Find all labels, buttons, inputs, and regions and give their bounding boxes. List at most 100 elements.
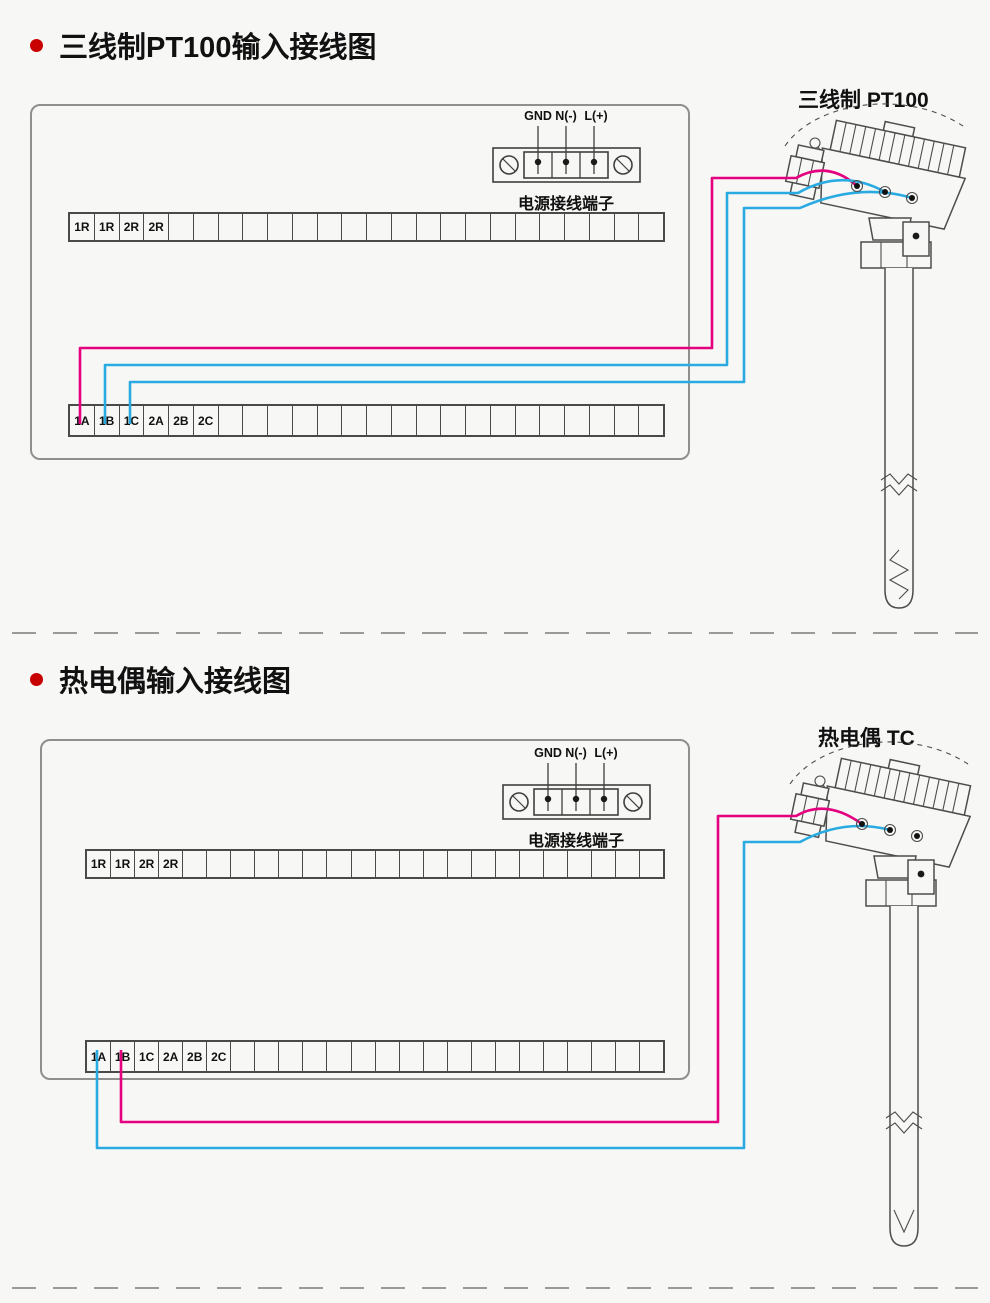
terminal-screw <box>850 179 864 193</box>
terminal-cell: 2B <box>169 406 194 435</box>
probe-cap-hatch <box>839 122 955 175</box>
section-title-pt100: 三线制PT100输入接线图 <box>30 24 376 66</box>
eyelet-icon <box>809 137 821 149</box>
terminal-cell <box>565 214 590 240</box>
terminal-cell <box>616 1042 641 1071</box>
terminal-dot <box>859 821 865 827</box>
terminal-cell: 1A <box>87 1042 112 1071</box>
terminal-cell <box>293 214 318 240</box>
pin-dots <box>534 158 598 166</box>
terminal-cell <box>279 851 304 877</box>
power-terminal-block <box>502 763 651 820</box>
hex-nut-facets <box>880 242 908 268</box>
terminal-cell <box>540 214 565 240</box>
terminal-cell <box>616 851 641 877</box>
terminal-cell <box>255 1042 280 1071</box>
hex-nut-facets <box>885 880 913 906</box>
terminal-cell <box>441 406 466 435</box>
terminal-cell: 2R <box>144 214 169 240</box>
terminal-cell <box>520 851 544 877</box>
cap-knob <box>887 758 921 777</box>
bullet-icon <box>30 672 43 686</box>
terminal-screw <box>878 185 892 199</box>
dashed-divider <box>12 1287 978 1289</box>
power-pin-label-n: N(-) <box>555 109 577 123</box>
gland-top <box>800 782 830 802</box>
power-pin-label-l: L(+) <box>594 746 618 760</box>
gland-bottom <box>794 819 822 839</box>
terminal-cell <box>279 1042 304 1071</box>
terminal-cell <box>376 851 400 877</box>
terminal-cell <box>392 214 417 240</box>
terminal-cell <box>194 214 219 240</box>
terminal-cell <box>327 1042 352 1071</box>
terminal-cell <box>544 1042 568 1071</box>
terminal-cell <box>417 406 442 435</box>
junction-tip-symbol <box>893 1209 915 1234</box>
terminal-cell: 1B <box>111 1042 136 1071</box>
terminal-cell: 2C <box>194 406 219 435</box>
head-terminals-tc <box>855 817 924 843</box>
terminal-dot <box>914 833 920 839</box>
terminal-cell: 1C <box>135 1042 160 1071</box>
eyelet-stem <box>817 146 828 160</box>
terminal-cell <box>592 1042 617 1071</box>
dashed-divider <box>12 632 978 634</box>
terminal-cell <box>615 406 640 435</box>
screw-slot-left <box>512 795 526 809</box>
terminal-cell <box>472 851 496 877</box>
terminal-cell <box>342 214 367 240</box>
probe-head-body <box>825 785 972 869</box>
section-title-text: 三线制PT100输入接线图 <box>59 32 377 64</box>
terminal-cell <box>441 214 466 240</box>
terminal-cell <box>183 851 208 877</box>
mount-bracket <box>902 221 930 257</box>
terminal-cell <box>516 214 541 240</box>
terminal-cell <box>639 214 663 240</box>
power-terminal-caption: 电源接线端子 <box>517 196 614 213</box>
power-pin-label-n: N(-) <box>565 746 587 760</box>
terminal-cell <box>268 406 293 435</box>
terminal-cell: 2B <box>183 1042 208 1071</box>
terminal-cell: 2A <box>159 1042 184 1071</box>
bracket-screw-dot <box>917 870 925 878</box>
terminal-cell <box>544 851 568 877</box>
section-title-text: 热电偶输入接线图 <box>59 666 292 698</box>
terminal-cell <box>169 214 194 240</box>
terminal-cell: 1R <box>111 851 136 877</box>
terminal-cell: 2R <box>135 851 160 877</box>
head-terminals-pt100 <box>850 179 919 205</box>
terminal-cell <box>243 214 268 240</box>
terminal-cell <box>219 214 244 240</box>
terminal-cell <box>207 851 232 877</box>
tc-sensor-illustration <box>789 741 972 1247</box>
terminal-cell: 1R <box>95 214 120 240</box>
screw-slot-right <box>626 795 640 809</box>
terminal-screw <box>905 191 919 205</box>
pin-tick-lines <box>537 126 595 159</box>
terminal-cell <box>367 406 392 435</box>
probe-shaft <box>884 268 914 609</box>
terminal-cell <box>496 1042 520 1071</box>
terminal-cell <box>466 214 491 240</box>
terminal-cell <box>400 851 424 877</box>
shaft-break <box>885 1111 923 1134</box>
terminal-dot <box>854 183 860 189</box>
power-terminal-caption: 电源接线端子 <box>527 833 624 850</box>
terminal-cell <box>342 406 367 435</box>
terminal-cell <box>243 406 268 435</box>
terminal-cell <box>303 851 328 877</box>
gland-top <box>795 144 825 164</box>
terminal-dot <box>882 189 888 195</box>
terminal-cell: 2R <box>120 214 145 240</box>
probe-cap <box>829 119 967 179</box>
terminal-cell <box>392 406 417 435</box>
terminal-cell: 2A <box>144 406 169 435</box>
terminal-cell <box>352 851 376 877</box>
pin-dots <box>544 795 608 803</box>
